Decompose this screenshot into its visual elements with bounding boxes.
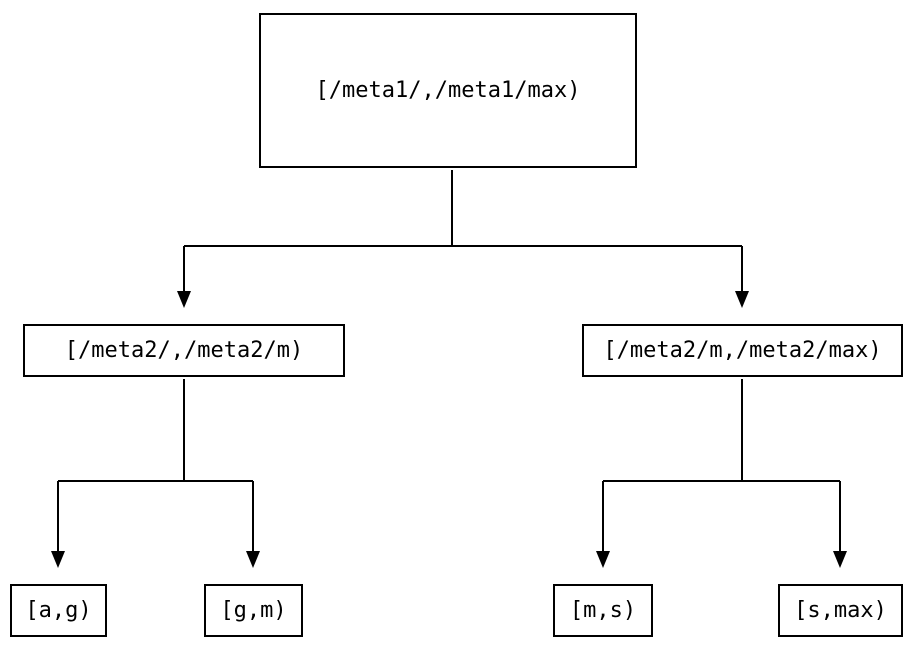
tree-node-root: [/meta1/,/meta1/max) (259, 13, 637, 168)
tree-node-leaf-gm-label: [g,m) (220, 598, 287, 623)
tree-node-meta2-right-label: [/meta2/m,/meta2/max) (603, 338, 882, 363)
tree-node-leaf-ag: [a,g) (10, 584, 107, 637)
arrowhead-icon (51, 551, 65, 568)
arrowhead-icon (833, 551, 847, 568)
tree-node-leaf-ms: [m,s) (553, 584, 653, 637)
tree-node-root-label: [/meta1/,/meta1/max) (315, 78, 581, 103)
tree-node-leaf-ag-label: [a,g) (25, 598, 92, 623)
tree-node-meta2-left: [/meta2/,/meta2/m) (23, 324, 345, 377)
arrowhead-icon (177, 291, 191, 308)
tree-node-meta2-right: [/meta2/m,/meta2/max) (582, 324, 903, 377)
arrowhead-icon (735, 291, 749, 308)
arrowhead-icon (246, 551, 260, 568)
tree-node-leaf-smax-label: [s,max) (794, 598, 887, 623)
tree-node-leaf-smax: [s,max) (778, 584, 903, 637)
tree-node-leaf-gm: [g,m) (204, 584, 303, 637)
arrowhead-icon (596, 551, 610, 568)
tree-node-meta2-left-label: [/meta2/,/meta2/m) (64, 338, 304, 363)
tree-node-leaf-ms-label: [m,s) (569, 598, 637, 623)
